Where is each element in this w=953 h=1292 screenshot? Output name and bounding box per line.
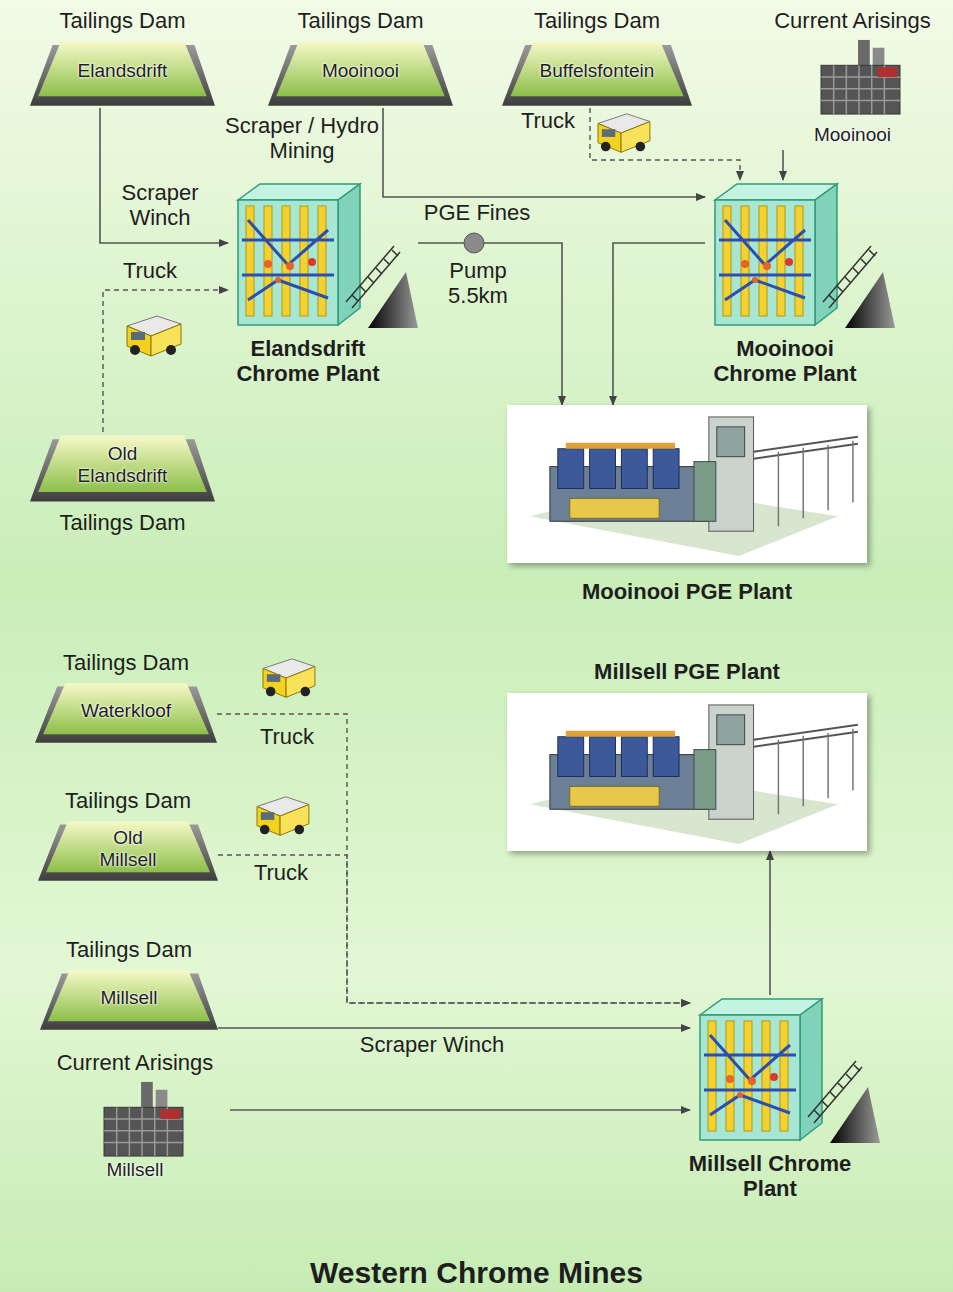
tailings-dam-mound-shape [35, 683, 217, 743]
pge-plant-name: Millsell PGE Plant [507, 659, 867, 684]
flow-arrow [418, 243, 562, 405]
flow-arrow [383, 108, 705, 197]
node-plant: Mooinooi Chrome Plant [705, 180, 895, 391]
node-dam: Tailings DamElandsdrift [30, 8, 215, 108]
dam-heading: Tailings Dam [35, 650, 217, 675]
dam-heading: Tailings Dam [38, 788, 218, 813]
node-damOld: Old ElandsdriftTailings Dam [30, 432, 215, 544]
pge-plant-image [507, 405, 867, 563]
chrome-plant-icon [690, 995, 880, 1145]
truck-route [103, 290, 228, 432]
factory-icon-shape [104, 1082, 183, 1156]
dam-heading: Tailings Dam [502, 8, 692, 33]
arisings-heading: Current Arisings [40, 1050, 230, 1075]
arisings-name: Millsell [40, 1159, 230, 1181]
node-arise: Current ArisingsMillsell [40, 1050, 230, 1185]
node-dam: Tailings DamBuffelsfontein [502, 8, 692, 108]
node-plant: Elandsdrift Chrome Plant [228, 180, 418, 391]
tailings-dam-mound-shape [30, 42, 215, 106]
pge-plant-drawing-shape [530, 705, 858, 844]
dam-heading: Tailings Dam [30, 8, 215, 33]
chrome-plant-icon-shape [238, 184, 418, 328]
dam-name: Old Elandsdrift [63, 443, 183, 487]
tailings-dam-mound-shape [30, 436, 215, 502]
tailings-dam-mound-shape [38, 821, 218, 881]
node-dam: Tailings DamWaterkloof [35, 650, 217, 745]
truck-route [218, 855, 690, 1003]
chrome-plant-icon-shape [700, 999, 880, 1143]
flow-arrow [782, 150, 784, 180]
pump-symbol [464, 233, 484, 253]
chrome-plant-icon [228, 180, 418, 330]
dam-name: Waterkloof [43, 700, 209, 722]
pge-plant-drawing-shape [530, 417, 858, 556]
plant-name: Mooinooi Chrome Plant [700, 336, 870, 387]
edge-label: Scraper Winch [100, 180, 220, 231]
truck-route [590, 108, 740, 180]
node-dam: Tailings DamOld Millsell [38, 788, 218, 883]
flow-arrow [218, 1027, 690, 1029]
edge-label: Truck [115, 258, 185, 283]
dam-heading: Tailings Dam [40, 937, 218, 962]
factory-icon [101, 1080, 186, 1158]
chrome-plant-icon-shape [715, 184, 895, 328]
node-dam: Tailings DamMillsell [40, 937, 218, 1032]
arisings-heading: Current Arisings [760, 8, 945, 33]
tailings-dam-mound-shape [268, 42, 453, 106]
plant-name: Millsell Chrome Plant [685, 1151, 855, 1202]
pump-label: Pump 5.5km [438, 258, 518, 309]
dam-heading: Tailings Dam [30, 510, 215, 535]
pge-plant-drawing [509, 695, 864, 849]
dam-name: Buffelsfontein [510, 60, 684, 82]
edge-label: Truck [252, 724, 322, 749]
truck-icon [598, 114, 650, 152]
pge-plant-drawing [509, 407, 864, 561]
dam-name: Millsell [48, 987, 210, 1009]
truck-icon [263, 659, 315, 697]
tailings-dam-mound-shape [40, 970, 218, 1030]
truck-icon [257, 797, 309, 835]
flow-arrow [100, 108, 228, 243]
flow-arrow [769, 851, 771, 995]
dam-name: Mooinooi [276, 60, 445, 82]
plant-name: Elandsdrift Chrome Plant [223, 336, 393, 387]
node-pge: Mooinooi PGE Plant [507, 405, 867, 608]
tailings-dam-mound-shape [502, 42, 692, 106]
arisings-name: Mooinooi [760, 124, 945, 146]
node-pgeTop: Millsell PGE Plant [507, 655, 867, 851]
flow-arrow [613, 243, 705, 405]
dam-heading: Tailings Dam [268, 8, 453, 33]
diagram-title: Western Chrome Mines [0, 1256, 953, 1291]
edge-label: PGE Fines [417, 200, 537, 225]
edge-label: Truck [513, 108, 583, 133]
truck-icon [127, 316, 181, 356]
node-arise: Current ArisingsMooinooi [760, 8, 945, 150]
pge-plant-name: Mooinooi PGE Plant [507, 579, 867, 604]
factory-icon-shape [821, 40, 900, 114]
flow-arrow [230, 1109, 690, 1111]
factory-icon [818, 38, 903, 116]
edge-label: Scraper Winch [342, 1032, 522, 1057]
edge-label: Scraper / Hydro Mining [217, 113, 387, 164]
edge-label: Truck [246, 860, 316, 885]
dam-name: Elandsdrift [38, 60, 207, 82]
pge-plant-image [507, 693, 867, 851]
dam-name: Old Millsell [83, 827, 173, 871]
chrome-plant-icon [705, 180, 895, 330]
node-plant: Millsell Chrome Plant [690, 995, 880, 1206]
node-dam: Tailings DamMooinooi [268, 8, 453, 108]
